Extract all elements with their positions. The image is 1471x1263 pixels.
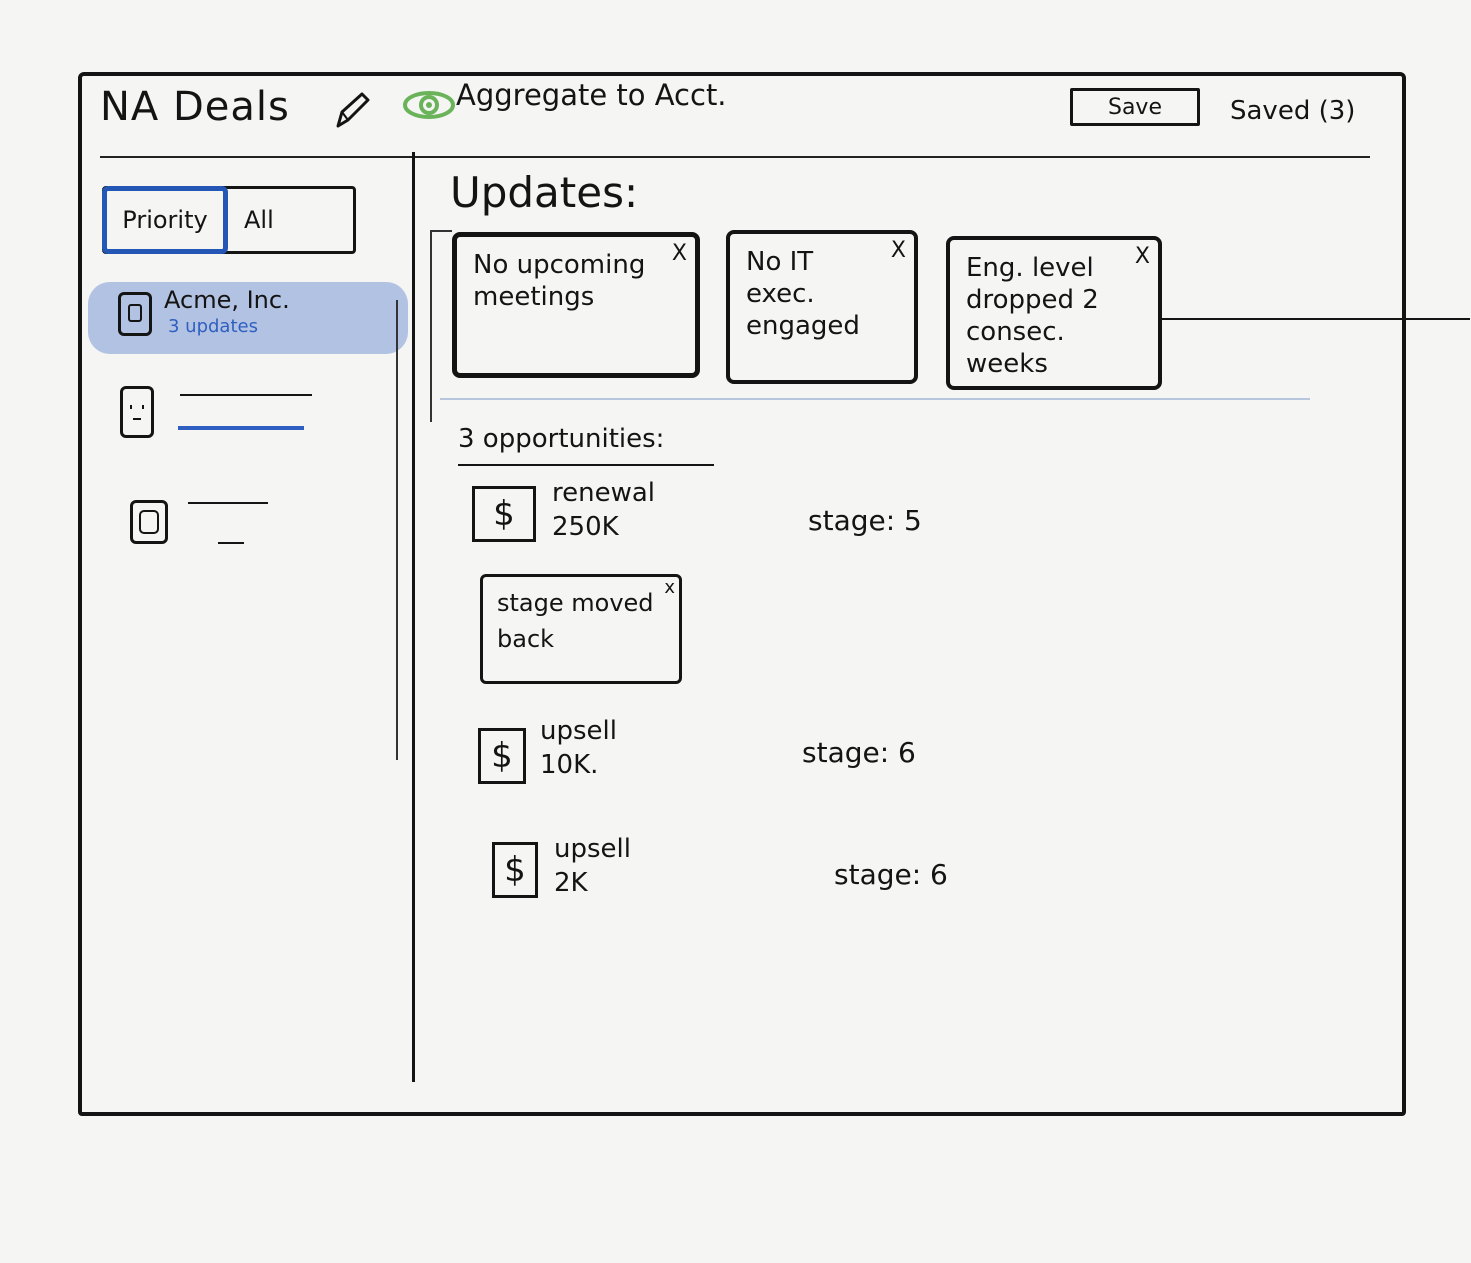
dollar-icon: $ xyxy=(472,486,536,542)
close-icon[interactable]: X xyxy=(890,238,906,263)
opportunity-name: upsell xyxy=(540,716,617,746)
opportunity-row[interactable]: $ upsell 10K. stage: 6 xyxy=(472,716,972,796)
update-card-engagement[interactable]: Eng. level dropped 2 consec. weeks X xyxy=(946,236,1162,390)
alert-text: stage moved back xyxy=(497,589,654,653)
update-card-no-meetings[interactable]: No upcoming meetings X xyxy=(452,232,700,378)
aggregate-toggle-label[interactable]: Aggregate to Acct. xyxy=(456,78,727,112)
opportunity-stage: stage: 6 xyxy=(802,736,916,769)
update-card-text: Eng. level dropped 2 consec. weeks xyxy=(966,253,1099,379)
account-item[interactable] xyxy=(110,494,400,570)
close-icon[interactable]: x xyxy=(664,577,675,598)
opportunity-stage: stage: 5 xyxy=(808,504,922,537)
account-name-placeholder xyxy=(180,394,312,396)
account-name: Acme, Inc. xyxy=(164,286,290,314)
updates-divider xyxy=(440,398,1310,400)
account-item[interactable] xyxy=(110,380,400,456)
panel-divider xyxy=(412,152,415,1082)
tab-all[interactable]: All xyxy=(244,206,274,234)
account-icon xyxy=(130,500,168,544)
eye-icon[interactable] xyxy=(402,90,456,120)
opportunities-heading: 3 opportunities: xyxy=(458,424,665,454)
opportunity-row[interactable]: $ renewal 250K stage: 5 xyxy=(472,478,972,558)
account-icon xyxy=(120,386,154,438)
update-card-no-exec[interactable]: No IT exec. engaged X xyxy=(726,230,918,384)
header-divider xyxy=(100,156,1370,158)
dollar-icon: $ xyxy=(492,842,538,898)
account-subtitle-placeholder xyxy=(178,426,304,430)
opportunity-amount: 250K xyxy=(552,512,619,542)
account-update-count: 3 updates xyxy=(168,316,258,337)
save-button[interactable]: Save xyxy=(1070,88,1200,126)
opportunity-name: renewal xyxy=(552,478,656,508)
annotation-line xyxy=(1162,318,1470,320)
sidebar-scrollbar[interactable] xyxy=(396,300,398,760)
account-item-acme[interactable]: Acme, Inc. 3 updates xyxy=(88,282,408,354)
pencil-icon[interactable] xyxy=(332,90,372,130)
update-card-text: No IT exec. engaged xyxy=(746,247,860,341)
account-name-placeholder xyxy=(188,502,268,504)
opportunity-amount: 10K. xyxy=(540,750,599,780)
tab-priority[interactable]: Priority xyxy=(102,186,228,254)
opportunity-row[interactable]: $ upsell 2K stage: 6 xyxy=(472,834,972,914)
account-subtitle-placeholder xyxy=(218,542,244,544)
close-icon[interactable]: X xyxy=(671,241,687,266)
filter-tabs: Priority All xyxy=(102,186,356,254)
app-window xyxy=(78,72,1406,1116)
saved-views-link[interactable]: Saved (3) xyxy=(1230,96,1356,126)
page-title: NA Deals xyxy=(100,84,290,130)
dollar-icon: $ xyxy=(478,728,526,784)
opportunity-alert-card[interactable]: stage moved back x xyxy=(480,574,682,684)
update-card-text: No upcoming meetings xyxy=(473,250,646,312)
opportunity-stage: stage: 6 xyxy=(834,858,948,891)
opportunity-amount: 2K xyxy=(554,868,588,898)
close-icon[interactable]: X xyxy=(1134,244,1150,269)
updates-bracket xyxy=(430,230,452,422)
account-icon xyxy=(118,292,152,336)
opportunities-divider xyxy=(458,464,714,466)
opportunity-name: upsell xyxy=(554,834,631,864)
updates-heading: Updates: xyxy=(450,168,639,217)
